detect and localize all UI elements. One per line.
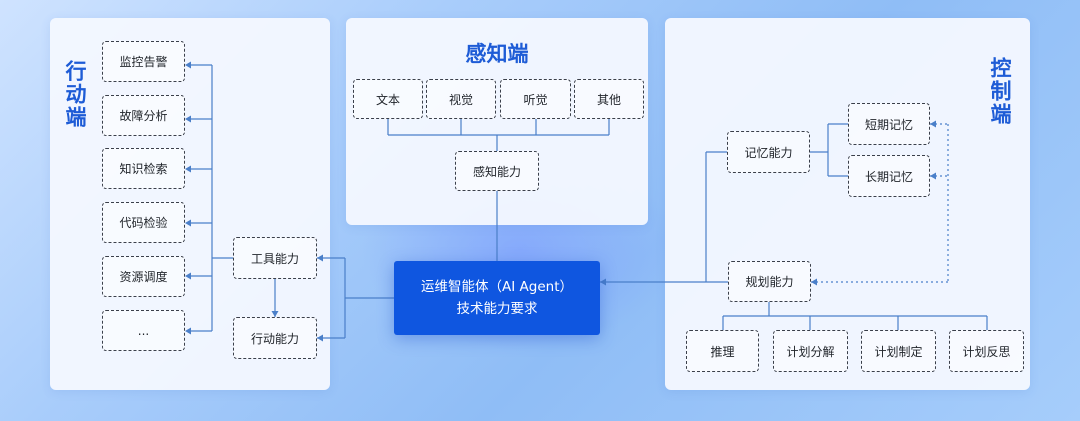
- plan-item-reasoning: 推理: [686, 330, 759, 372]
- tool-box-knowledge-retrieval: 知识检索: [102, 148, 185, 189]
- action-ability-box: 行动能力: [233, 317, 317, 359]
- input-box-text: 文本: [353, 79, 423, 119]
- core-line-1: 运维智能体（AI Agent）: [421, 279, 573, 295]
- tool-box-monitor-alert: 监控告警: [102, 41, 185, 82]
- planning-ability-box: 规划能力: [728, 261, 811, 302]
- core-line-2: 技术能力要求: [456, 301, 538, 317]
- plan-item-reflection: 计划反思: [949, 330, 1024, 372]
- input-box-other: 其他: [574, 79, 644, 119]
- plan-item-formulation: 计划制定: [861, 330, 936, 372]
- core-ai-agent-box: 运维智能体（AI Agent） 技术能力要求: [394, 261, 600, 335]
- tool-box-code-check: 代码检验: [102, 202, 185, 243]
- input-box-hearing: 听觉: [500, 79, 571, 119]
- memory-ability-box: 记忆能力: [727, 131, 810, 173]
- perception-ability-box: 感知能力: [455, 151, 539, 191]
- perception-side-title: 感知端: [465, 42, 529, 66]
- tool-box-fault-analysis: 故障分析: [102, 95, 185, 136]
- arrowheads: [185, 61, 936, 342]
- tool-ability-box: 工具能力: [233, 237, 317, 279]
- control-side-title: 控制端: [988, 57, 1012, 126]
- input-box-vision: 视觉: [426, 79, 496, 119]
- long-term-memory-box: 长期记忆: [848, 155, 930, 197]
- control-side-panel: [665, 18, 1030, 390]
- short-term-memory-box: 短期记忆: [848, 103, 930, 145]
- plan-item-decomposition: 计划分解: [773, 330, 848, 372]
- tool-box-more: ...: [102, 310, 185, 351]
- action-side-title: 行动端: [63, 60, 87, 129]
- tool-box-resource-scheduling: 资源调度: [102, 256, 185, 297]
